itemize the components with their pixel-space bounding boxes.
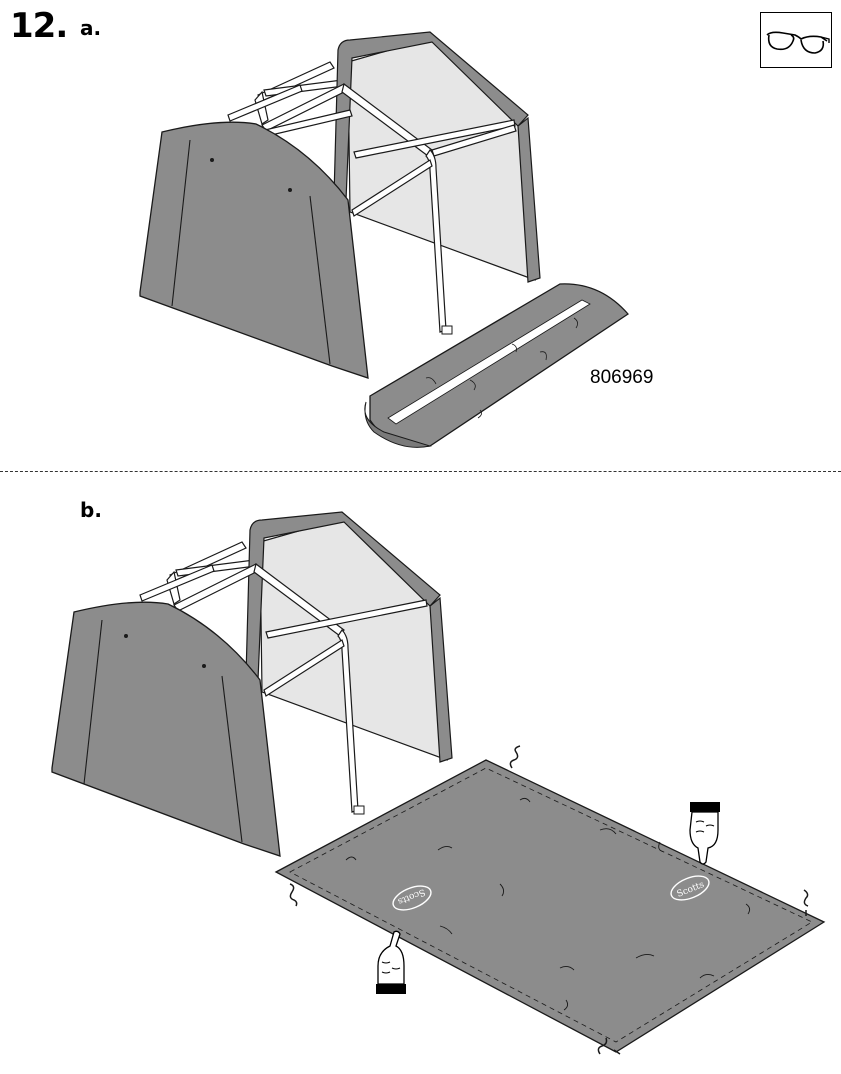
ground-stake-icon [597,1037,621,1055]
rolled-floor-bundle [364,283,629,448]
part-number: 806969 [590,367,654,388]
substep-b-label: b. [80,498,102,522]
end-cover-panel [139,121,369,379]
unrolled-floor: Scotts Scotts [274,759,826,1053]
ground-stake-icon [289,883,298,907]
section-divider [0,471,841,472]
rear-panel-trim [333,31,529,201]
ground-stake-icon [803,889,809,916]
shelter-assembly-b: Scotts Scotts [51,511,826,1055]
rear-panel-light [347,37,536,281]
safety-glasses-icon [760,12,832,68]
shelter-assembly-a [139,31,629,448]
ground-stake-icon [509,745,521,769]
substep-a-label: a. [80,16,102,40]
step-number: 12. [10,6,68,46]
pointing-hand-icon [689,802,720,865]
pointing-hand-icon [376,930,406,994]
